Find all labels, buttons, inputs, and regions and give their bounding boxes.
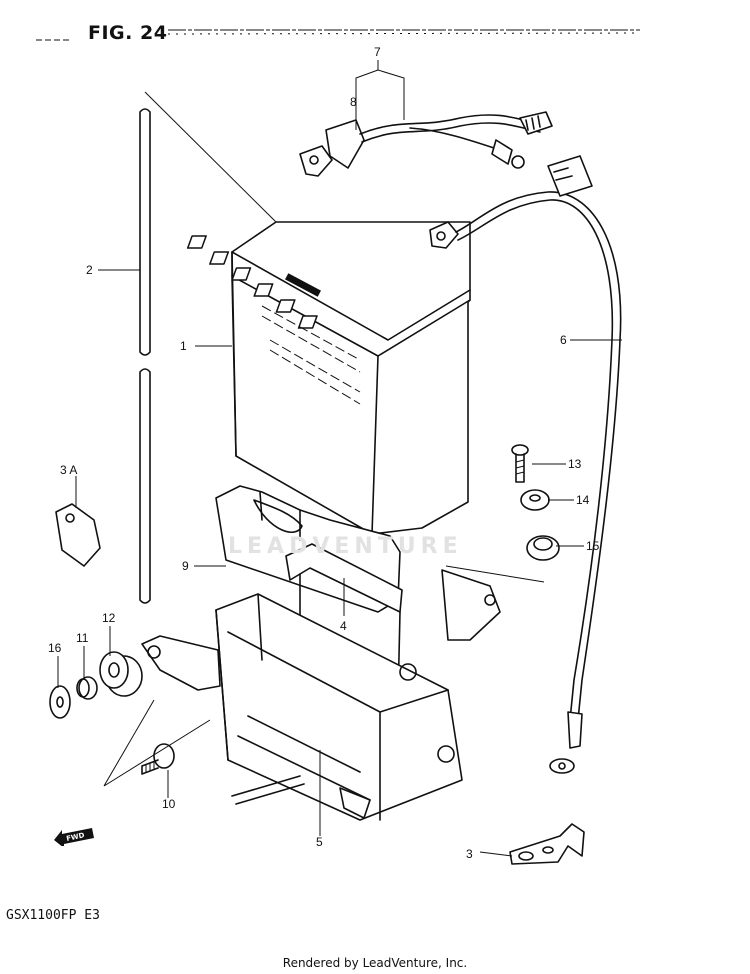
header-rules [36,29,641,41]
part-3a-terminal-cover[interactable] [55,503,101,567]
part-10-bolt[interactable] [141,743,175,775]
callout-13: 13 [568,457,582,471]
watermark: LEADVENTURE [228,534,463,559]
battery-cell-caps [186,235,318,329]
part-13-bolt[interactable] [511,444,529,483]
part-6-battery-cable[interactable] [429,155,622,774]
part-1-battery[interactable] [186,221,471,535]
callout-12: 12 [102,611,116,625]
forward-arrow-icon: FWD [54,828,94,846]
callout-8: 8 [350,95,357,109]
callout-10: 10 [162,797,176,811]
callout-labels: 1 2 3 3 A 4 5 6 7 8 9 10 11 12 13 14 15 … [48,45,600,861]
part-14-washer[interactable] [520,489,550,511]
model-code: GSX1100FP E3 [6,908,100,923]
callout-15: 15 [586,539,600,553]
callout-16: 16 [48,641,62,655]
render-credit: Rendered by LeadVenture, Inc. [282,956,468,970]
tray-mount-bracket [141,635,221,691]
callout-3: 3 [466,847,473,861]
part-12-cushion[interactable] [99,651,143,697]
part-11-collar[interactable] [76,676,98,700]
callout-1: 1 [180,339,187,353]
part-5-battery-tray[interactable] [215,569,501,821]
callout-5: 5 [316,835,323,849]
fwd-label: FWD [66,831,86,843]
callout-2: 2 [86,263,93,277]
callout-9: 9 [182,559,189,573]
leader-bolt-10 [103,699,211,787]
part-16-washer[interactable] [49,685,71,719]
callout-7: 7 [374,45,381,59]
callout-4: 4 [340,619,347,633]
leader-tube-to-battery [144,91,279,225]
part-3-clamp[interactable] [509,823,585,865]
part-2-vent-tube[interactable] [139,108,151,604]
callout-leaders [57,60,622,857]
callout-3a: 3 A [60,463,77,477]
part-7-8-lead-wire[interactable] [299,111,553,177]
callout-14: 14 [576,493,590,507]
callout-6: 6 [560,333,567,347]
figure-title: FIG. 24 [88,22,168,44]
callout-11: 11 [76,631,89,645]
part-15-grommet[interactable] [445,535,560,583]
